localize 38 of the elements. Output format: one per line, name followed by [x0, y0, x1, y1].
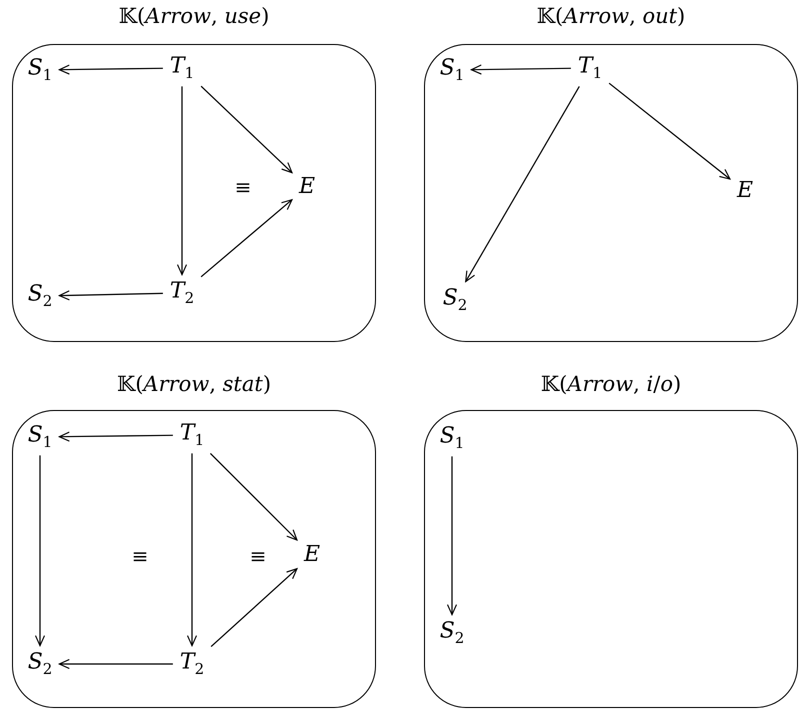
panel-title: 𝕂(Arrow, use) — [118, 4, 270, 28]
arrow — [58, 658, 173, 670]
math-symbol: E — [734, 178, 756, 204]
arrow — [186, 453, 198, 646]
arrow — [58, 64, 163, 75]
math-symbol: S$_{1}$ — [26, 422, 54, 452]
math-symbol: T$_{1}$ — [178, 420, 206, 450]
panel-title: 𝕂(Arrow, stat) — [116, 372, 272, 396]
arrow — [470, 64, 571, 75]
math-symbol: T$_{1}$ — [168, 54, 196, 82]
math-symbol: S$_{2}$ — [440, 286, 470, 314]
math-symbol: S$_{1}$ — [438, 424, 466, 452]
math-symbol: S$_{2}$ — [26, 282, 54, 310]
arrow — [465, 86, 580, 282]
math-symbol: E — [296, 174, 318, 200]
math-symbol: S$_{1}$ — [438, 56, 466, 84]
math-symbol: S$_{2}$ — [26, 650, 54, 678]
math-symbol: E — [302, 542, 322, 568]
arrow — [200, 86, 293, 174]
math-symbol: T$_{1}$ — [576, 54, 604, 82]
math-symbol: S$_{1}$ — [26, 56, 54, 84]
math-symbol: S$_{2}$ — [438, 618, 466, 648]
math-symbol: T$_{2}$ — [178, 650, 206, 678]
arrow — [210, 452, 298, 541]
arrow — [176, 86, 188, 276]
arrow — [58, 432, 173, 442]
arrow — [200, 199, 293, 278]
equivalence-sign: ≡ — [250, 544, 266, 568]
panel-title: 𝕂(Arrow, out) — [536, 4, 686, 28]
equivalence-sign: ≡ — [234, 175, 252, 199]
arrow — [446, 456, 458, 616]
panel-title: 𝕂(Arrow, i/o) — [540, 372, 682, 396]
equivalence-sign: ≡ — [132, 544, 148, 568]
arrow — [210, 568, 298, 648]
arrow — [34, 455, 46, 646]
arrow — [608, 82, 731, 180]
math-symbol: T$_{2}$ — [168, 278, 196, 308]
arrow — [58, 290, 163, 300]
